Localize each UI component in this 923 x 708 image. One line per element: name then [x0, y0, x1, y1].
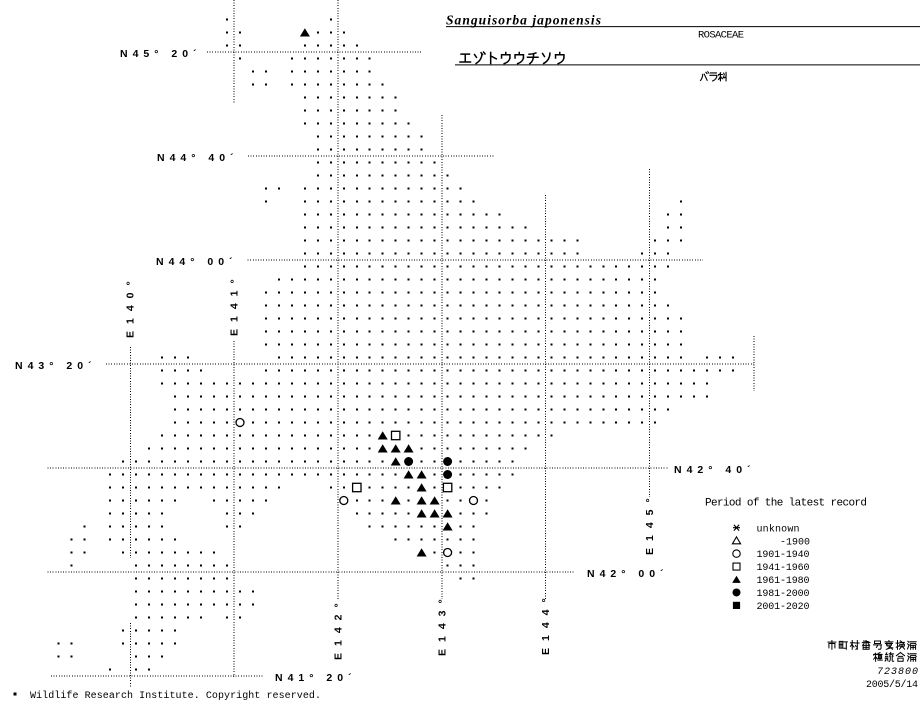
svg-text:N44° 00´: N44° 00´	[156, 256, 238, 268]
svg-text:1981-2000: 1981-2000	[757, 589, 810, 600]
svg-text:E144°: E144°	[540, 591, 552, 655]
svg-text:Wildlife Research Institute. C: Wildlife Research Institute. Copyright r…	[30, 690, 321, 702]
svg-text:N42° 00´: N42° 00´	[587, 568, 669, 580]
svg-text:N43° 20´: N43° 20´	[15, 360, 97, 372]
svg-text:2001-2020: 2001-2020	[757, 602, 810, 613]
svg-text:N41° 20´: N41° 20´	[275, 672, 357, 684]
svg-text:E145°: E145°	[644, 491, 656, 555]
svg-text:-1900: -1900	[780, 537, 810, 548]
svg-text:ROSACEAE: ROSACEAE	[698, 30, 744, 42]
svg-text:N42° 40´: N42° 40´	[674, 464, 756, 476]
svg-text:Sanguisorba japonensis: Sanguisorba japonensis	[446, 13, 601, 28]
svg-text:723800: 723800	[877, 667, 918, 678]
svg-text:unknown: unknown	[757, 523, 800, 535]
svg-text:E140°: E140°	[125, 274, 137, 338]
svg-text:N44° 40´: N44° 40´	[157, 152, 239, 164]
svg-text:E142°: E142°	[332, 596, 344, 660]
svg-text:1941-1960: 1941-1960	[757, 563, 810, 574]
svg-text:E141°: E141°	[229, 272, 241, 336]
svg-text:1961-1980: 1961-1980	[757, 576, 810, 587]
svg-text:1901-1940: 1901-1940	[757, 550, 810, 561]
svg-text:N45° 20´: N45° 20´	[120, 48, 202, 60]
svg-text:E143°: E143°	[436, 592, 448, 656]
svg-text:Period of the latest record: Period of the latest record	[705, 498, 867, 510]
svg-text:2005/5/14: 2005/5/14	[866, 679, 918, 691]
